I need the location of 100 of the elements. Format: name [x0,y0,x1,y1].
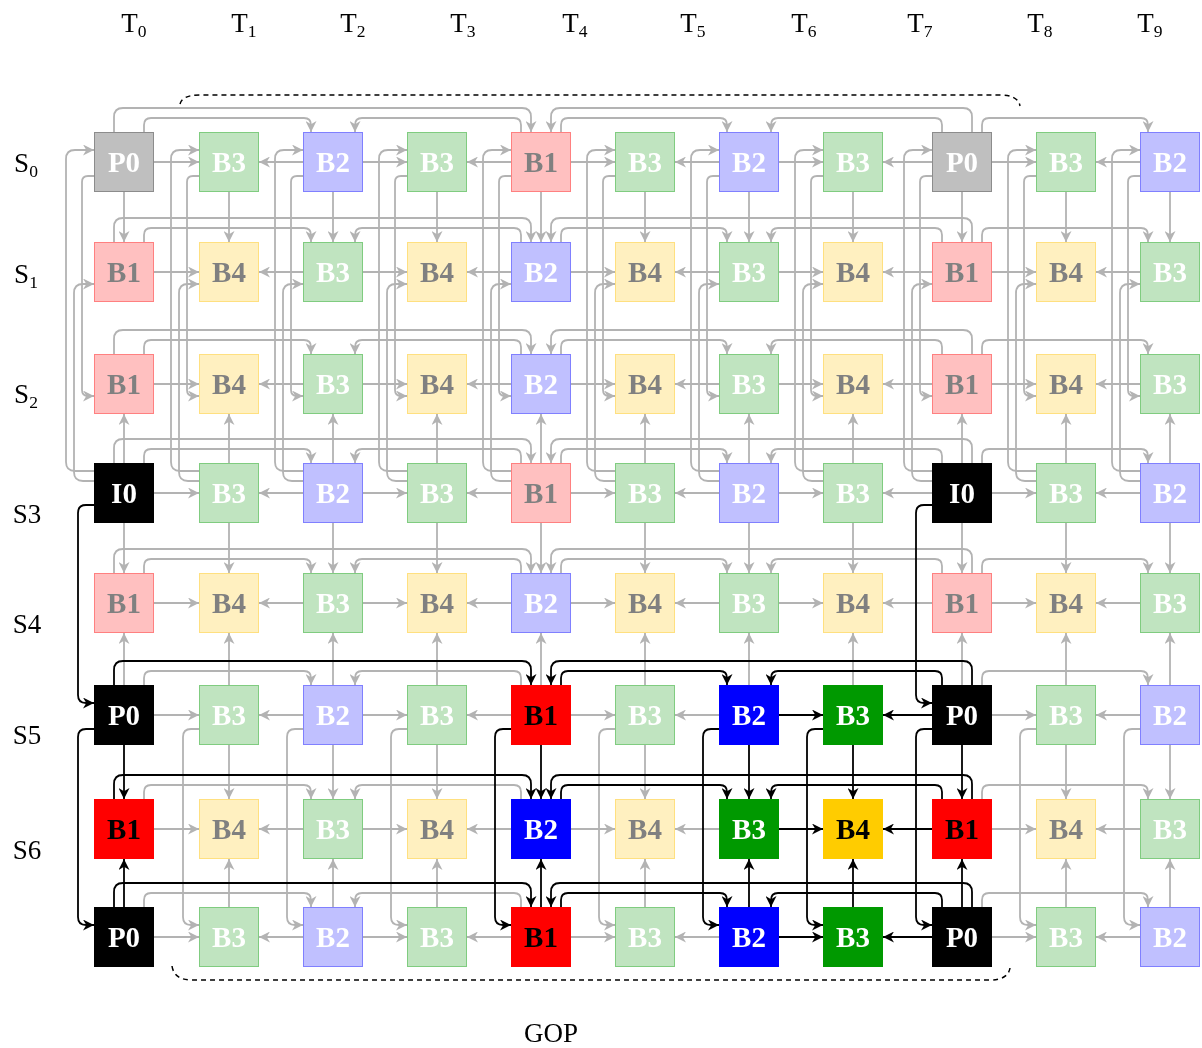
frame-type-label: B1 [524,922,558,952]
prediction-arrow [153,823,200,835]
prediction-arrow [143,892,317,908]
prediction-arrow [1095,487,1141,499]
prediction-arrow [981,117,1154,133]
prediction-arrow [991,709,1037,721]
prediction-arrow [535,522,547,574]
frame-type-label: B3 [628,478,662,508]
view-label: S$_{1}$ [14,260,38,292]
prediction-arrow [778,709,824,721]
prediction-arrow [113,217,537,243]
prediction-arrow [545,107,973,133]
prediction-arrow [674,597,720,609]
prediction-arrow [535,632,547,686]
frame-box [303,242,363,302]
gop-label: GOP [524,1019,578,1047]
prediction-arrow [327,522,339,574]
prediction-arrow [258,156,304,168]
frame-box [932,799,992,859]
frame-box [303,463,363,523]
frame-type-label: B3 [212,922,246,952]
frame-type-label: B3 [628,147,662,177]
prediction-arrow [118,744,130,800]
frame-box [94,132,154,192]
prediction-arrow [847,744,859,800]
prediction-arrow [956,413,968,464]
prediction-arrow [327,632,339,686]
frame-type-label: B3 [836,147,870,177]
prediction-arrow [806,728,824,931]
frame-type-label: B4 [420,369,454,399]
frame-type-label: B1 [107,257,141,287]
prediction-arrow [118,413,130,464]
view-label: S5 [12,721,42,749]
prediction-arrow [223,413,235,464]
frame-type-label: B3 [420,922,454,952]
prediction-arrow [639,632,651,686]
prediction-arrow [991,266,1037,278]
prediction-arrow [143,117,317,133]
frame-type-label: B2 [732,478,766,508]
frame-box [94,685,154,745]
frame-box [615,463,675,523]
frame-box [199,463,259,523]
frame-box [407,463,467,523]
prediction-arrow [915,728,933,931]
prediction-arrow [991,823,1037,835]
prediction-arrow [743,413,755,464]
time-label: T$_{6}$ [791,9,817,41]
prediction-arrow [570,378,616,390]
prediction-arrow [394,175,408,402]
frame-type-label: I0 [111,478,137,508]
prediction-arrow [598,728,616,931]
prediction-arrow [258,266,304,278]
prediction-arrow [143,670,317,686]
frame-type-label: B3 [628,700,662,730]
prediction-arrow [362,823,408,835]
prediction-arrow [882,487,933,499]
prediction-arrow [991,931,1037,943]
frame-type-label: B2 [1153,478,1187,508]
frame-type-label: B2 [316,700,350,730]
prediction-arrow [143,558,317,574]
frame-box [719,132,779,192]
prediction-arrow [118,522,130,574]
prediction-arrow [956,522,968,574]
prediction-arrow [794,144,824,472]
prediction-arrow [847,413,859,464]
prediction-arrow [690,144,720,472]
frame-type-label: B3 [836,478,870,508]
prediction-arrow [674,931,720,943]
frame-type-label: B4 [628,814,662,844]
prediction-arrow [535,191,547,243]
prediction-arrow [1095,266,1141,278]
frame-box [719,242,779,302]
prediction-arrow [118,632,130,686]
prediction-arrow [362,931,408,943]
prediction-arrow [349,448,522,464]
prediction-arrow [290,175,304,402]
prediction-arrow [639,413,651,464]
prediction-arrow [182,728,200,931]
frame-box [615,354,675,414]
prediction-arrow [362,378,408,390]
prediction-arrow [802,278,824,482]
frame-type-label: B2 [316,922,350,952]
prediction-arrow [545,438,973,464]
frame-box [407,354,467,414]
frame-box [1140,799,1200,859]
frame-box [932,907,992,967]
frame-box [1036,685,1096,745]
frame-type-label: B4 [1049,369,1083,399]
prediction-arrow [570,597,616,609]
prediction-arrow [882,156,933,168]
frame-type-label: B2 [524,369,558,399]
prediction-arrow [810,175,824,402]
prediction-arrow [81,175,95,402]
frame-box [407,132,467,192]
prediction-arrow [178,278,200,482]
frame-box [823,132,883,192]
prediction-arrow [1095,597,1141,609]
frame-box [1140,907,1200,967]
prediction-arrow [153,378,200,390]
prediction-arrow [466,156,512,168]
